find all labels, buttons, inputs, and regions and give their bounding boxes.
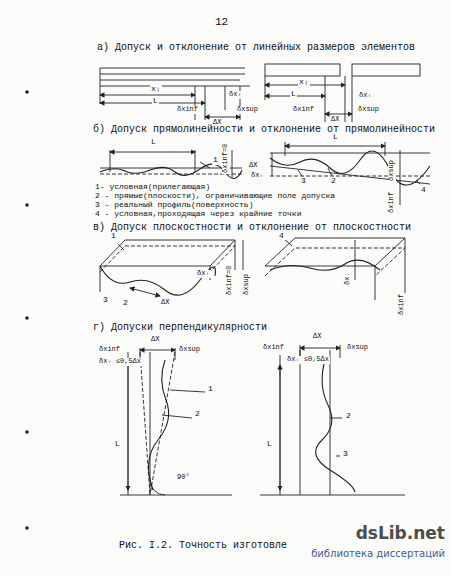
- dim-label: L: [114, 440, 121, 449]
- section-heading: б) Допуск прямолинейности и отклонение о…: [92, 124, 436, 135]
- dim-label: δxsup: [346, 344, 369, 352]
- dim-label: δxinf=0: [222, 143, 230, 174]
- legend-note: 3 - реальный профиль(поверхность): [94, 201, 254, 210]
- dim-label: xᵢ: [150, 85, 162, 94]
- section-heading: г) Допуски перпендикулярности: [92, 322, 268, 333]
- dim-label: δxsup: [388, 159, 396, 182]
- section-heading: а) Допуск и отклонение от линейных разме…: [96, 42, 416, 53]
- callout-number: 2: [122, 299, 129, 308]
- dim-label: L: [332, 133, 339, 142]
- dim-label: δxsup: [178, 346, 201, 354]
- dim-label: δxᵢ: [196, 270, 211, 278]
- dim-label: ΔX: [312, 333, 322, 341]
- callout-number: 3: [102, 296, 109, 305]
- fig-a-right: [265, 64, 420, 122]
- fig-v-right: [265, 238, 405, 300]
- callout-number: 1: [212, 156, 219, 165]
- watermark: dsLib.net: [355, 524, 446, 543]
- dim-label: δxinf: [388, 191, 396, 214]
- dim-label: δxᵢ: [358, 92, 373, 100]
- section-heading: в) Допуск плоскостности и отклонение от …: [92, 222, 412, 233]
- legend-note: 1- условная(прилегающая): [94, 183, 211, 192]
- dim-label: δxinf: [292, 106, 315, 114]
- dim-label: ΔX: [330, 116, 340, 124]
- dim-label: δxᵢ: [344, 271, 352, 286]
- angle-label: 90°: [176, 474, 191, 482]
- watermark: библиотека диссертаций: [310, 548, 446, 559]
- callout-number: 2: [345, 412, 352, 421]
- fig-g-right: [260, 345, 405, 495]
- callout-number: 2: [194, 410, 201, 419]
- dim-label: L: [290, 90, 297, 99]
- callout-number: 3: [300, 177, 307, 186]
- fig-a-left: [100, 68, 250, 120]
- page-number: 12: [214, 16, 229, 28]
- dim-label: δxinf: [98, 346, 121, 354]
- fig-b-left: [100, 150, 242, 179]
- dim-label: δxsup: [357, 106, 380, 114]
- figure-caption: Рис. I.2. Точность изготовле: [118, 540, 288, 551]
- fig-g-left: [120, 348, 232, 495]
- dim-label: δxinf: [262, 344, 285, 352]
- callout-number: 4: [420, 186, 427, 195]
- dim-label: δxinf=0: [226, 265, 234, 296]
- dim-label: L: [150, 138, 157, 147]
- callout-number: 3: [342, 450, 349, 459]
- dim-label: xᵢ: [298, 78, 310, 87]
- dim-label: δxᵢ ≤0,5Δx: [286, 356, 330, 364]
- callout-number: 1: [207, 385, 214, 394]
- dim-label: δxsup: [243, 273, 251, 296]
- dim-label: L: [152, 97, 159, 106]
- dim-label: L: [266, 440, 273, 449]
- dim-label: δxinf: [176, 106, 199, 114]
- dim-label: δxᵢ: [250, 172, 265, 180]
- legend-note: 2 - прямые(плоскости), ограничивающие по…: [94, 192, 336, 201]
- callout-number: 4: [278, 232, 285, 241]
- dim-label: ΔX: [150, 336, 160, 344]
- dim-label: δxinf: [398, 293, 406, 316]
- legend-note: 4 - условная,проходящая через крайние то…: [94, 210, 302, 219]
- dim-label: ΔX: [160, 299, 170, 307]
- dim-label: δxᵢ ≤0,5Δx: [98, 358, 142, 366]
- callout-number: 1: [110, 232, 117, 241]
- dim-label: δxsup: [236, 106, 259, 114]
- callout-number: 2: [330, 177, 337, 186]
- fig-v-left: [100, 240, 243, 296]
- margin-dots: [25, 90, 29, 530]
- dim-label: δxᵢ: [228, 91, 243, 99]
- dim-label: ΔX: [248, 162, 258, 170]
